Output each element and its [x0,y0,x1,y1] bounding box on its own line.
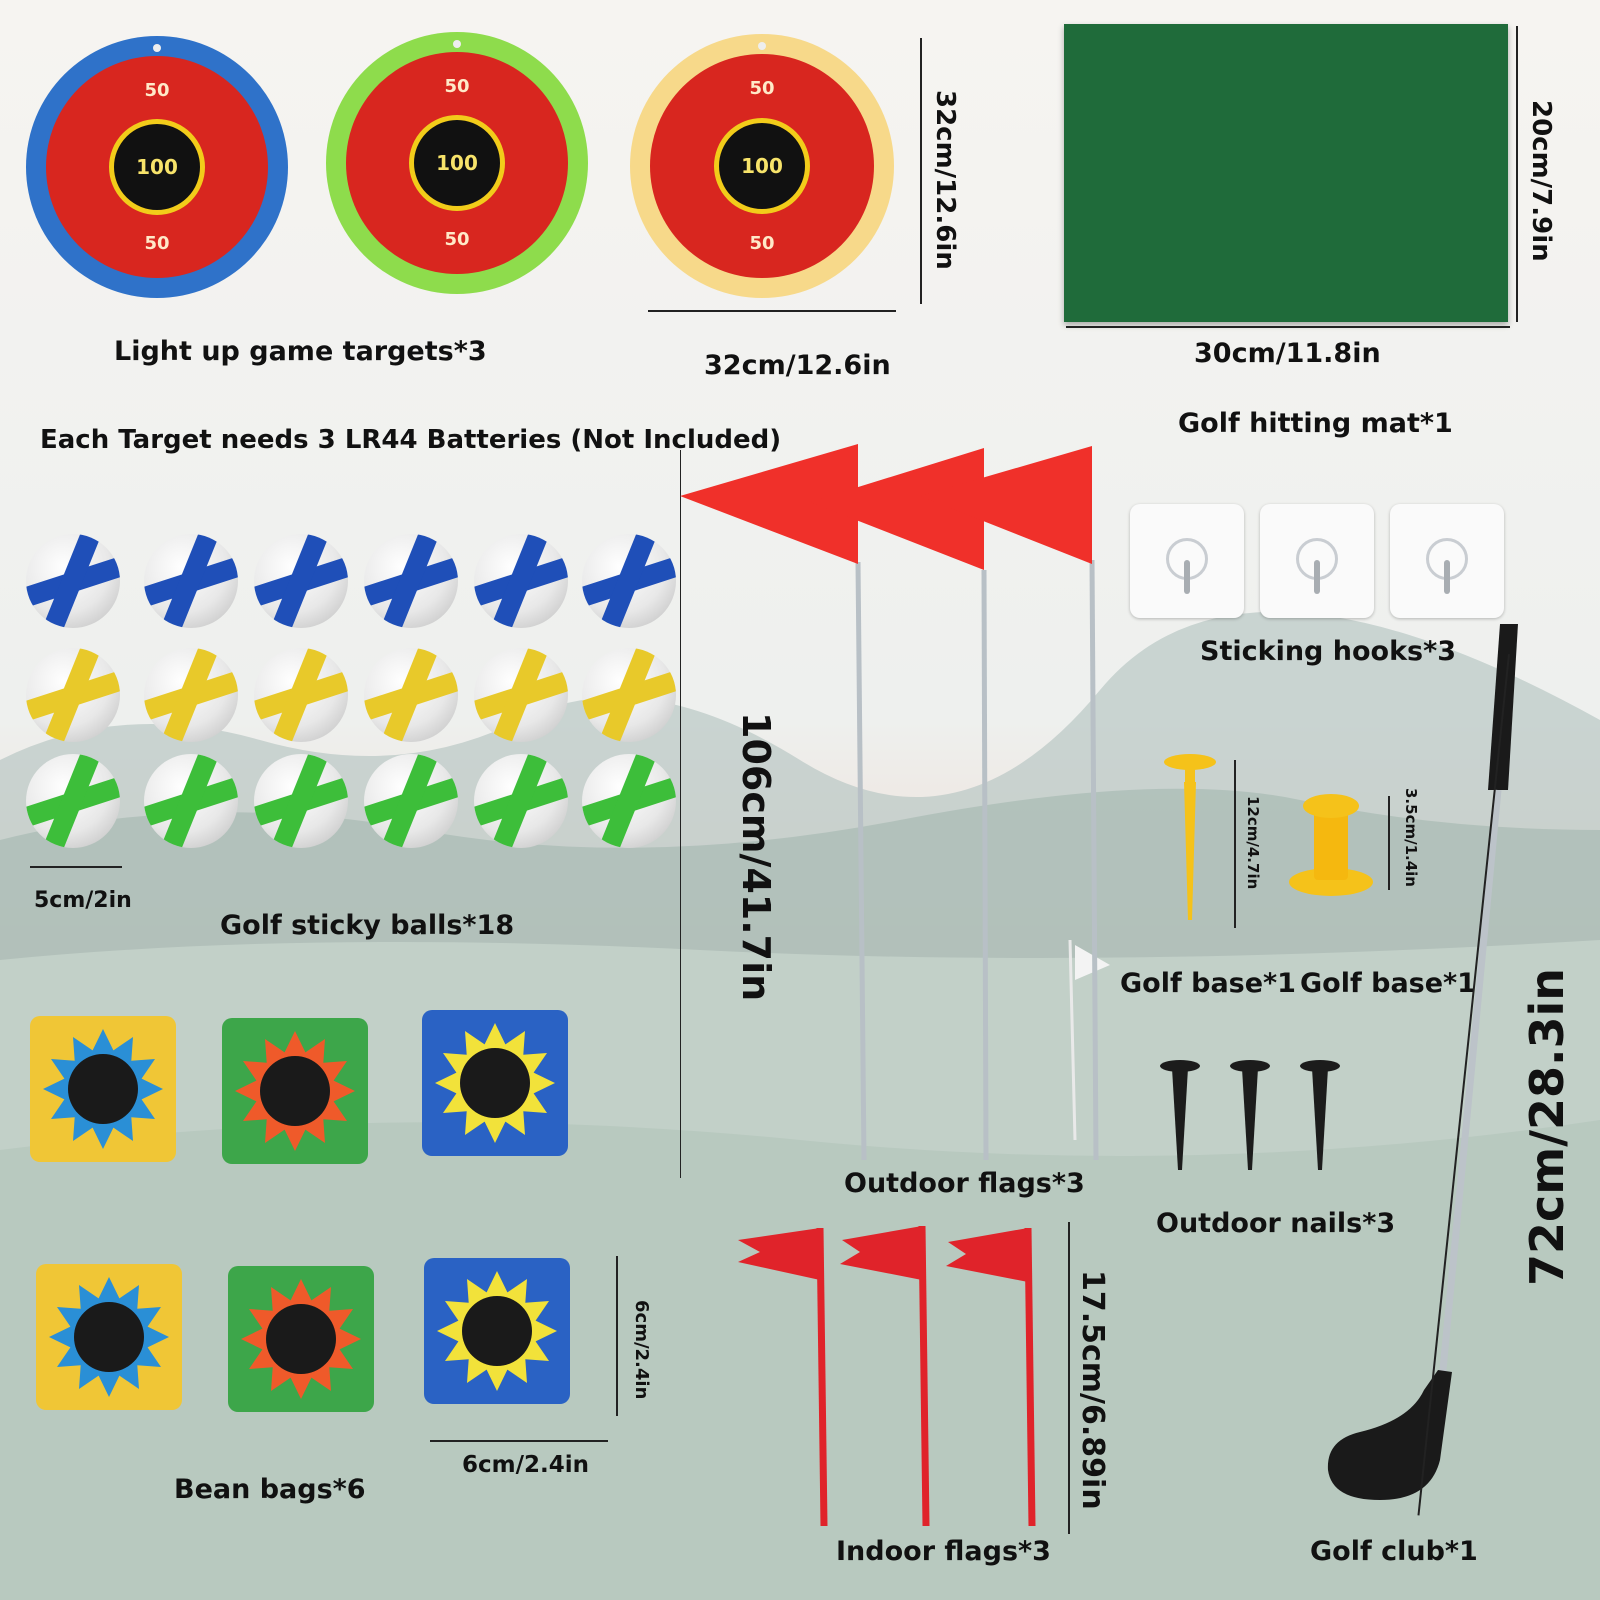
indoor-flag-height-line [1068,1222,1070,1534]
indoor-flag-height-dimension: 17.5cm/6.89in [1075,1270,1110,1510]
targets-label: Light up game targets*3 [114,336,487,367]
sticky-ball [254,754,348,848]
sticky-ball [364,754,458,848]
sticky-ball [144,754,238,848]
sticky-ball [26,754,120,848]
outdoor-nail-3 [1300,1060,1340,1170]
outdoor-flags-label: Outdoor flags*3 [844,1168,1085,1199]
ball-size-line [30,866,122,868]
target-bullseye: 100 [714,118,810,214]
sticking-hook-3 [1390,504,1504,618]
mat-height-line [1516,26,1518,322]
indoor-flag-3 [946,1227,1036,1527]
indoor-flag-2 [840,1225,930,1527]
sticky-ball [364,648,458,742]
outdoor-flag-2 [810,448,989,1161]
outdoor-nail-2 [1230,1060,1270,1170]
bean-bag [222,1018,368,1164]
sticky-ball [144,648,238,742]
sticky-ball [474,534,568,628]
bean-bag [36,1264,182,1410]
sticky-ball [582,648,676,742]
mat-label: Golf hitting mat*1 [1178,408,1453,439]
target-bullseye: 100 [109,119,205,215]
target-height-dimension: 32cm/12.6in [930,90,960,270]
golf-base-tee [1164,754,1216,920]
mat-width-dimension: 30cm/11.8in [1194,338,1381,369]
sticky-ball [582,534,676,628]
base-1-dimension: 12cm/4.7in [1244,796,1262,890]
bean-bag [424,1258,570,1404]
sticky-ball [582,754,676,848]
target-score-bottom: 50 [144,233,170,254]
base-2-height-line [1388,796,1390,890]
club-label: Golf club*1 [1310,1536,1478,1567]
sticky-ball [144,534,238,628]
golf-base-cup [1289,794,1373,896]
ball-size-dimension: 5cm/2in [34,888,132,913]
nails-label: Outdoor nails*3 [1156,1208,1396,1239]
base-2-label: Golf base*1 [1300,968,1476,999]
target-green: 50 100 50 [326,32,588,294]
hooks-label: Sticking hooks*3 [1200,636,1457,667]
outdoor-nail-1 [1160,1060,1200,1170]
target-score-bottom: 50 [444,229,470,250]
indoor-flag-1 [738,1227,828,1527]
target-score-top: 50 [144,80,170,101]
target-width-line [648,310,896,312]
bean-bag [228,1266,374,1412]
target-bullseye: 100 [409,115,505,211]
balls-label: Golf sticky balls*18 [220,910,515,941]
sticking-hook-2 [1260,504,1374,618]
target-blue: 50 100 50 [26,36,288,298]
sticky-ball [474,648,568,742]
sticky-ball [26,534,120,628]
outdoor-flag-1 [680,444,867,1161]
target-score-bottom: 50 [749,233,775,254]
sticky-ball [364,534,458,628]
outdoor-flag-3 [920,446,1099,1161]
bean-bag [30,1016,176,1162]
indoor-flags [738,1225,1036,1527]
target-yellow: 50 100 50 [630,34,894,298]
hitting-mat [1064,24,1508,322]
outdoor-flags [680,444,1099,1178]
bean-bag [422,1010,568,1156]
target-score-top: 50 [749,78,775,99]
mat-width-line [1066,326,1510,328]
bag-width-dimension: 6cm/2.4in [462,1452,590,1478]
sticky-ball [254,648,348,742]
base-1-height-line [1234,760,1236,928]
bag-width-line [430,1440,608,1442]
sticky-ball [26,648,120,742]
target-width-dimension: 32cm/12.6in [704,350,891,381]
golf-club [1327,624,1518,1500]
base-1-label: Golf base*1 [1120,968,1296,999]
club-length-dimension: 72cm/28.3in [1520,967,1574,1286]
bag-height-line [616,1256,618,1416]
sticky-ball [254,534,348,628]
sticky-ball [474,754,568,848]
indoor-flags-label: Indoor flags*3 [836,1536,1051,1567]
outdoor-flag-height-dimension: 106cm/41.7in [734,712,778,1002]
bean-bags-label: Bean bags*6 [174,1474,366,1505]
bag-height-dimension: 6cm/2.4in [631,1300,652,1400]
target-height-line [920,38,922,304]
mat-height-dimension: 20cm/7.9in [1526,100,1556,262]
target-score-top: 50 [444,76,470,97]
outdoor-nails [1160,1060,1340,1170]
sticking-hook-1 [1130,504,1244,618]
battery-note: Each Target needs 3 LR44 Batteries (Not … [40,425,782,455]
